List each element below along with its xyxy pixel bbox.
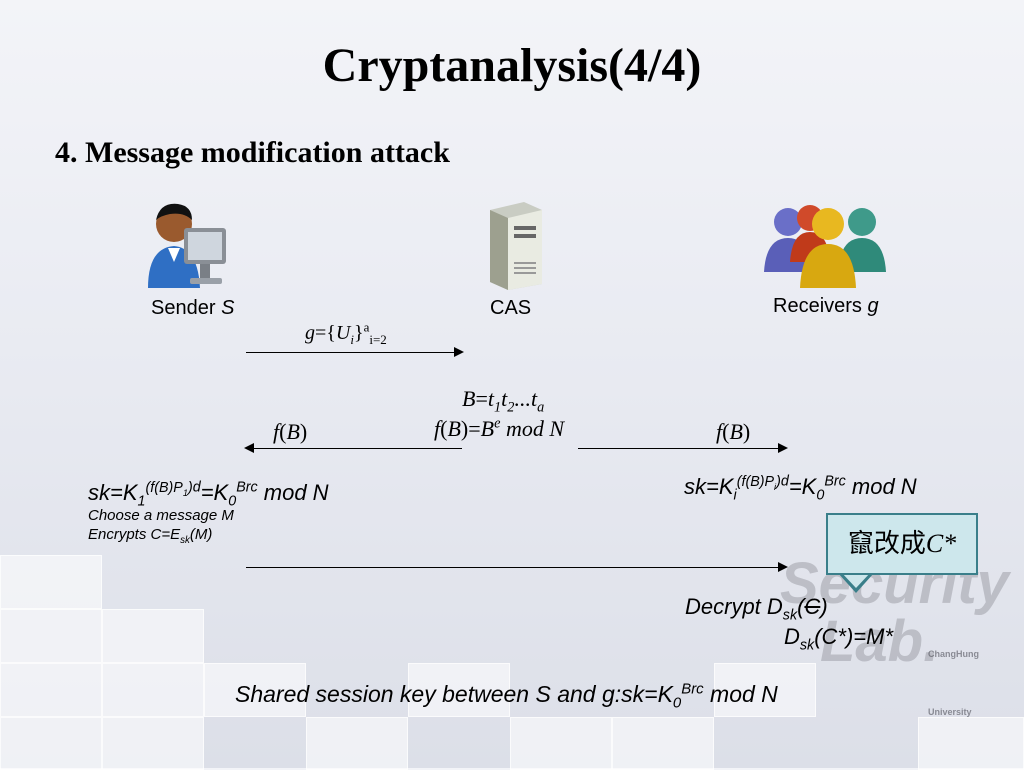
choose-message-note: Choose a message M — [88, 507, 234, 524]
fb-right-label: f(B) — [716, 419, 751, 444]
slide-title: Cryptanalysis(4/4) — [322, 39, 702, 92]
arrow-cas-to-sender — [244, 443, 462, 453]
user-group-icon — [764, 205, 886, 288]
section-heading: 4. Message modification attack — [55, 136, 450, 169]
decrypt-line: Decrypt Dsk(C) — [685, 594, 828, 624]
arrow-sender-to-cas — [246, 347, 464, 357]
shared-key-summary: Shared session key between S and g:sk=K0… — [235, 680, 778, 712]
decrypt-result: Dsk(C*)=M* — [784, 624, 894, 654]
fb-definition: f(B)=Be mod N — [434, 415, 565, 441]
user-at-computer-icon — [148, 203, 226, 288]
security-lab-watermark: Security Lab. ChangHung University — [780, 551, 1009, 718]
server-icon — [490, 202, 542, 290]
sender-session-key: sk=K1(f(B)P1)d=K0Brc mod N — [88, 479, 329, 510]
encrypt-note: Encrypts C=Esk(M) — [88, 526, 213, 546]
arrow-cas-to-receivers — [578, 443, 788, 453]
b-definition: B=t1t2...ta — [462, 386, 545, 416]
receivers-label: Receivers g — [773, 295, 879, 317]
msg1-label: g={Ui}ai=2 — [305, 319, 387, 347]
cas-label: CAS — [490, 297, 532, 319]
tamper-callout: 竄改成C* — [826, 513, 978, 575]
fb-left-label: f(B) — [273, 419, 308, 444]
sender-label: Sender S — [151, 297, 235, 319]
arrow-sender-to-receivers — [246, 562, 788, 572]
receiver-session-key: sk=Ki(f(B)Pi)d=K0Brc mod N — [684, 473, 917, 504]
background-tiles — [0, 555, 1024, 770]
